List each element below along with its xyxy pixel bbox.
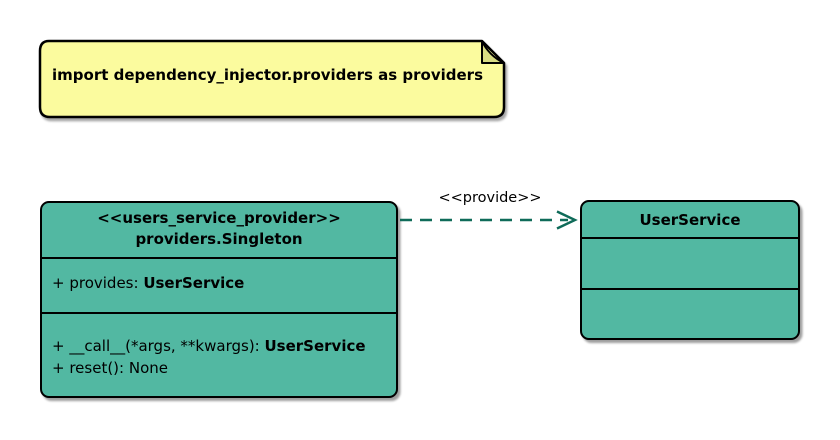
note-fold-icon (481, 40, 505, 64)
class-attributes-section-empty (582, 237, 798, 288)
class-header: <<users_service_provider>> providers.Sin… (42, 203, 396, 257)
attribute-provides: + provides: UserService (52, 272, 390, 294)
dependency-arrow-icon (400, 210, 578, 230)
class-attributes-section: + provides: UserService (42, 257, 396, 312)
class-name: UserService (639, 211, 741, 229)
attribute-provides-label: + provides: (52, 274, 144, 292)
class-box-providers-singleton: <<users_service_provider>> providers.Sin… (40, 201, 398, 398)
class-methods-section-empty (582, 288, 798, 338)
method-reset: + reset(): None (52, 359, 168, 377)
method-call: + __call__(*args, **kwargs): UserService (52, 335, 390, 357)
method-call-type: UserService (264, 337, 366, 355)
class-header: UserService (582, 202, 798, 237)
class-methods-section: + __call__(*args, **kwargs): UserService… (42, 312, 396, 396)
dependency-arrow-group: <<provide>> (398, 188, 582, 232)
class-stereotype: <<users_service_provider>> (97, 209, 341, 227)
method-call-label: + __call__(*args, **kwargs): (52, 337, 265, 355)
note-body (38, 39, 506, 119)
class-name: providers.Singleton (135, 230, 303, 248)
note-text: import dependency_injector.providers as … (52, 66, 484, 84)
dependency-label: <<provide>> (438, 190, 542, 206)
attribute-provides-type: UserService (143, 274, 245, 292)
note (38, 39, 506, 119)
class-box-userservice: UserService (580, 200, 800, 340)
